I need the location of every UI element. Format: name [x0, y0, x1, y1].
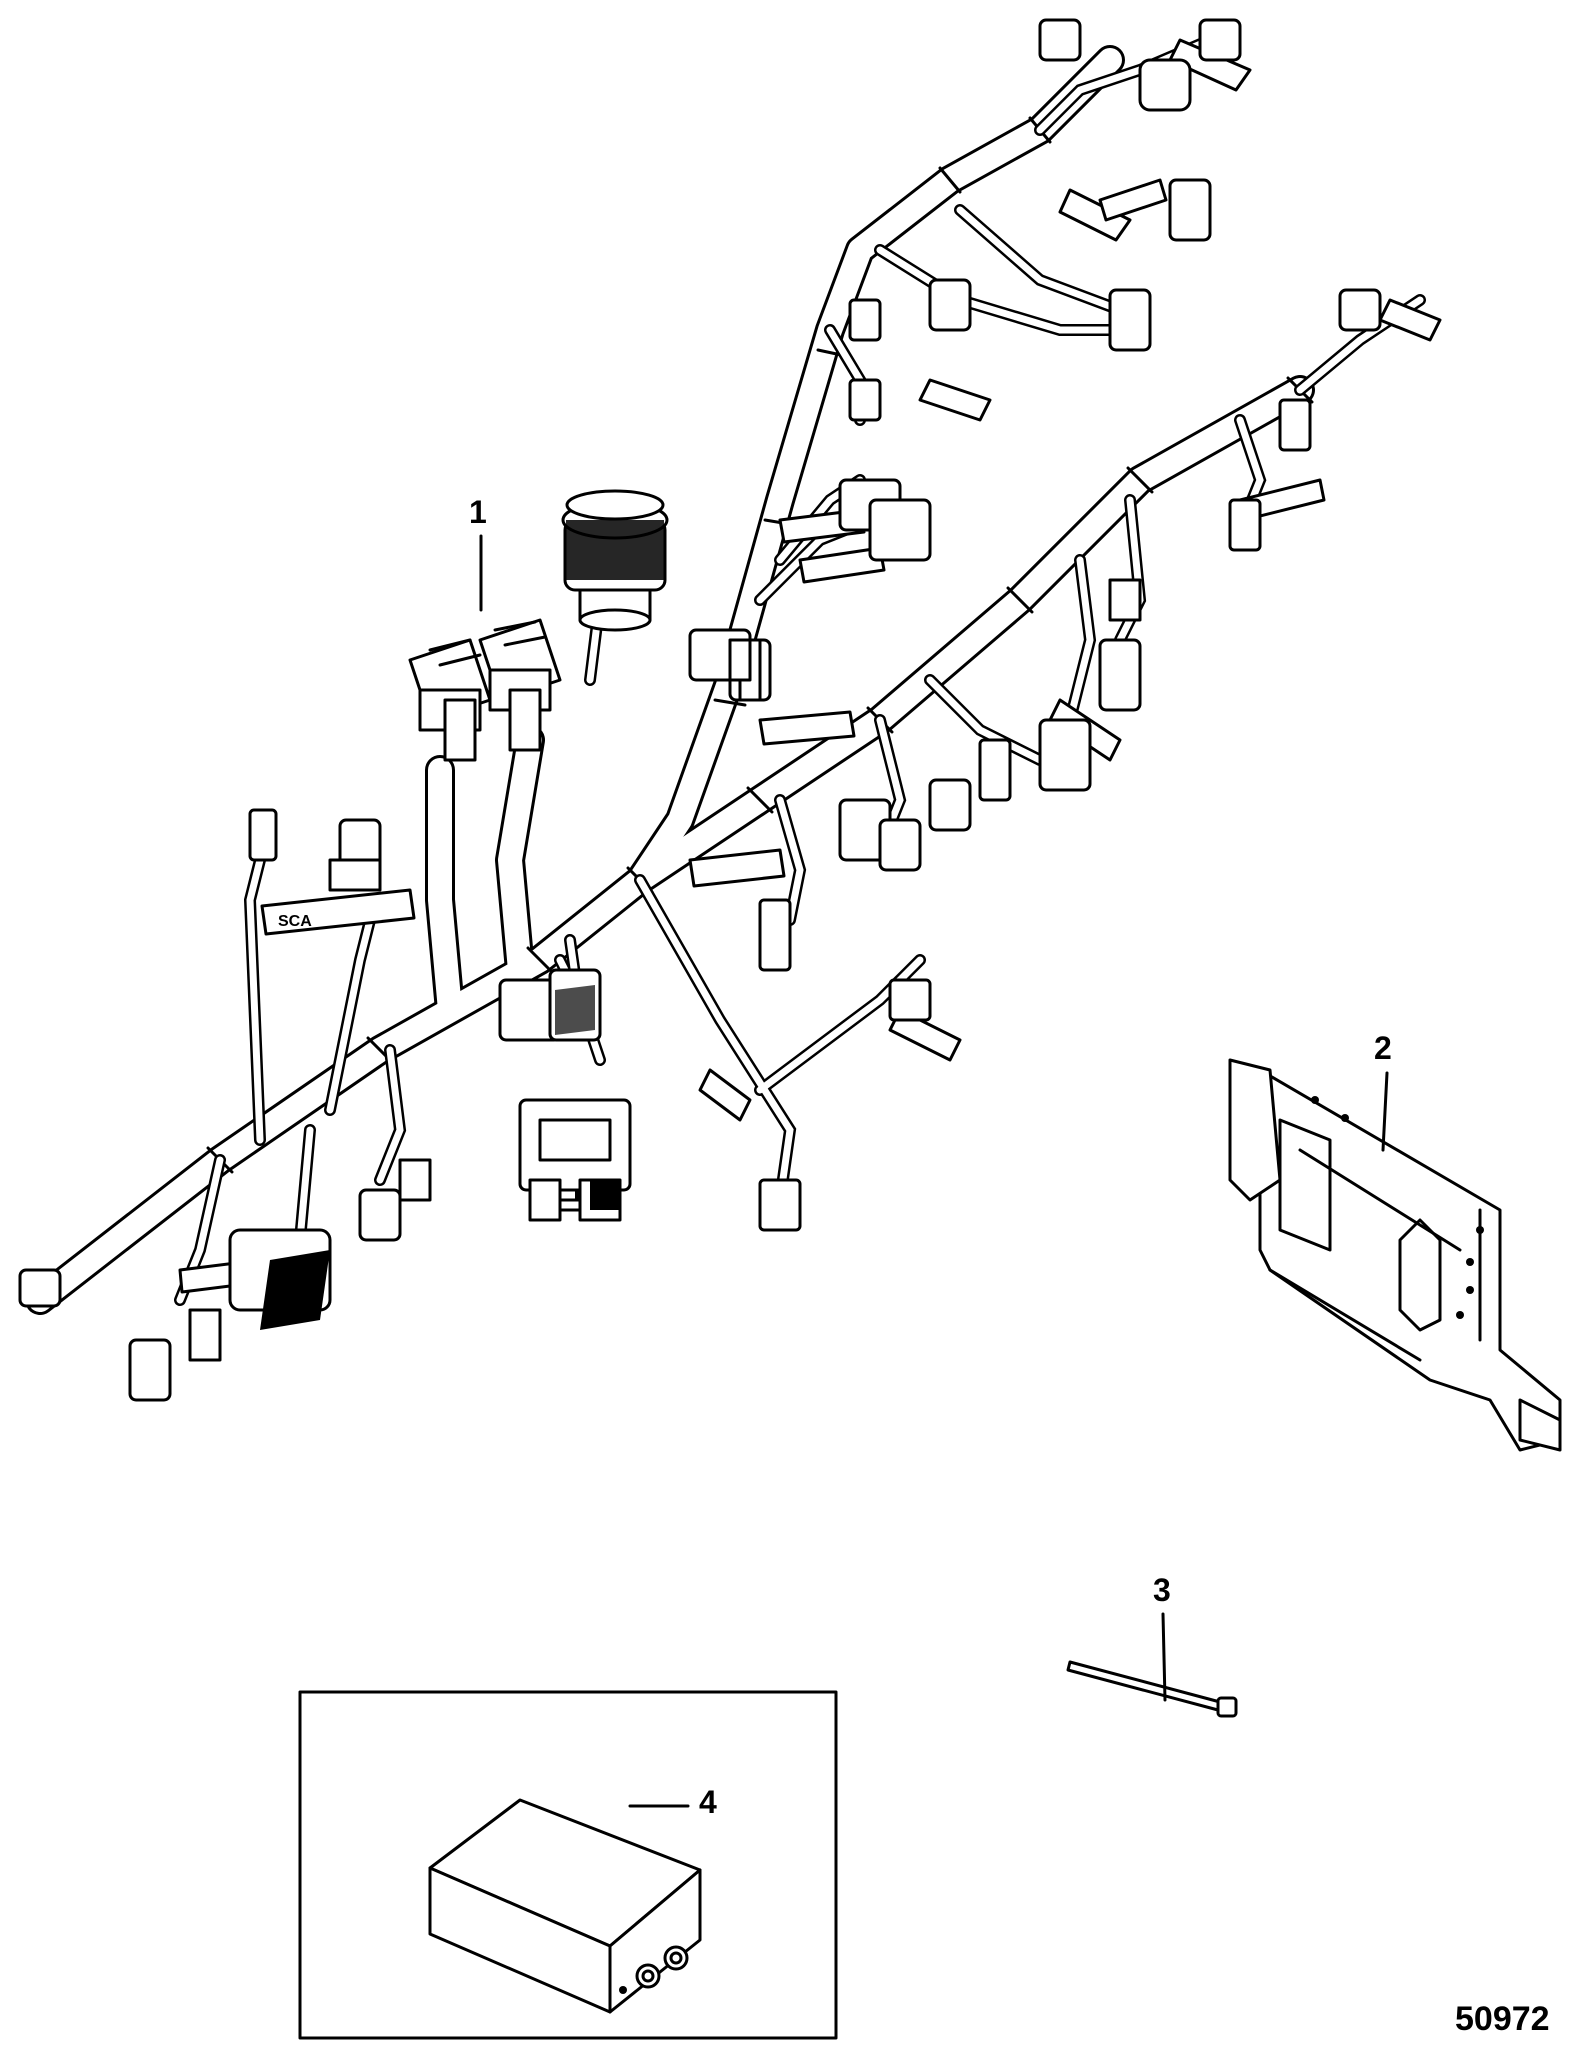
round-connector [561, 489, 669, 632]
kit-frame [298, 1690, 838, 2040]
engine-wiring-harness: SCA [18, 18, 1442, 1402]
tag-label-sca: SCA [278, 913, 312, 930]
mounting-bracket [1228, 1058, 1562, 1452]
connectors [18, 18, 1382, 1402]
callout-3: 3 [1153, 1572, 1171, 1608]
relay-block [518, 1098, 632, 1222]
leader-lines [479, 534, 1389, 1808]
cable-tie [1066, 1660, 1238, 1718]
ecm-connectors [408, 618, 562, 762]
callout-1: 1 [469, 494, 487, 530]
callout-2: 2 [1374, 1030, 1392, 1066]
callout-4: 4 [699, 1784, 717, 1820]
sensor-module-box [428, 1798, 702, 2014]
figure-number: 50972 [1455, 2000, 1550, 2038]
